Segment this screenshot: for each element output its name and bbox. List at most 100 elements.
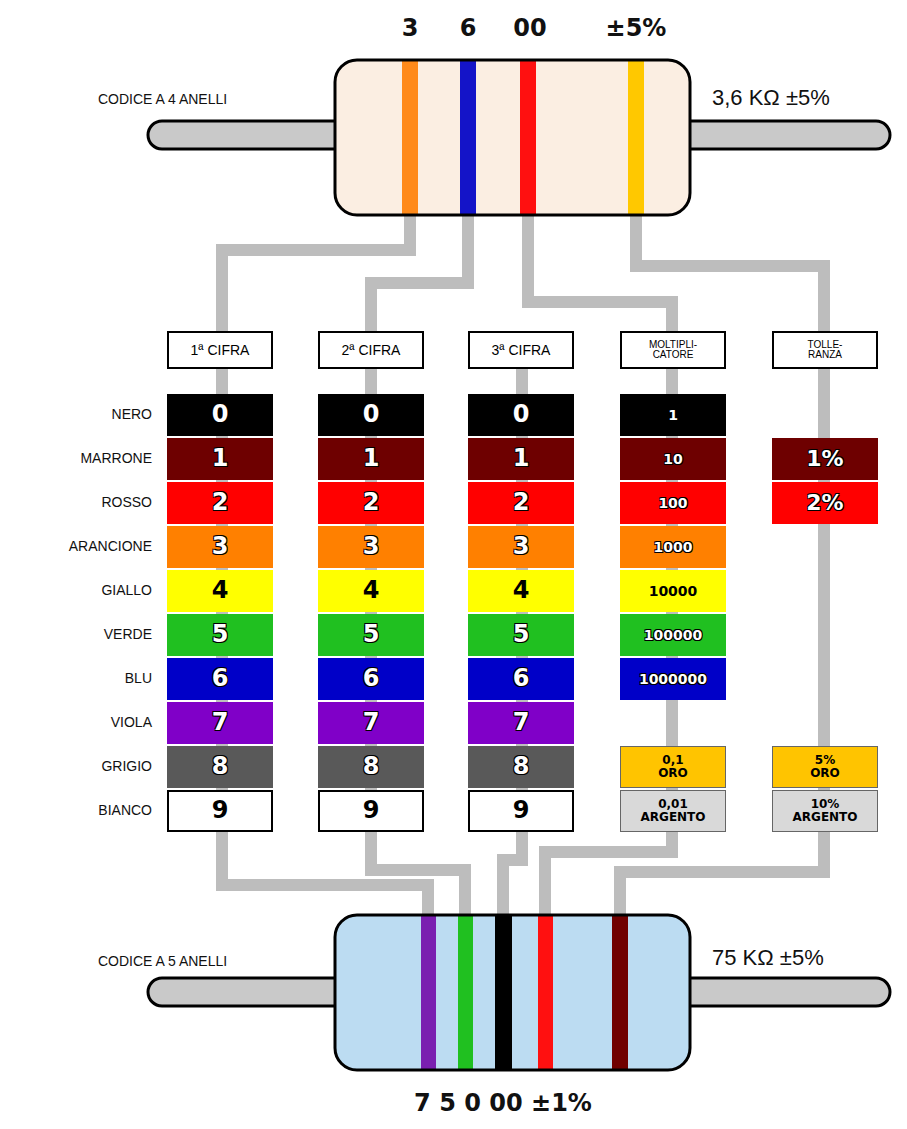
digit-cell: 4 [318, 570, 424, 612]
digit-cell: 2 [318, 482, 424, 524]
multiplier-cell: 100000 [620, 614, 726, 656]
row-color-name: VERDE [104, 627, 152, 642]
color-band [538, 916, 553, 1069]
cell-text: 9 [363, 798, 380, 823]
cell-text: 8 [513, 754, 530, 779]
resistance-value: 3,6 KΩ ±5% [712, 86, 830, 110]
digit-cell: 4 [167, 570, 273, 612]
digit-cell: 6 [468, 658, 574, 700]
cell-text: 6 [363, 666, 380, 691]
column-header: MOLTIPLI- CATORE [620, 331, 726, 369]
multiplier-cell: 100 [620, 482, 726, 524]
band-value: 6 [460, 15, 477, 41]
code-title: CODICE A 4 ANELLI [98, 92, 227, 107]
digit-cell: 9 [468, 790, 574, 832]
color-band [402, 61, 418, 214]
guide-line [371, 833, 465, 917]
digit-cell: 0 [167, 394, 273, 436]
digit-cell: 7 [318, 702, 424, 744]
digit-cell: 7 [167, 702, 273, 744]
cell-text: 3 [212, 534, 229, 559]
cell-text: 6 [513, 666, 530, 691]
band-value: ±5% [606, 15, 667, 41]
tolerance-cell: 1% [772, 438, 878, 480]
resistor-outline [335, 915, 690, 1070]
cell-text: 4 [513, 578, 530, 603]
row-color-name: GIALLO [101, 583, 152, 598]
cell-text: 9 [513, 798, 530, 823]
band-value: 3 [402, 15, 419, 41]
band-value: 00 [513, 15, 546, 41]
digit-cell: 4 [468, 570, 574, 612]
row-color-name: MARRONE [80, 451, 152, 466]
row-color-name: VIOLA [111, 715, 152, 730]
digit-cell: 8 [318, 746, 424, 788]
color-band [421, 916, 436, 1069]
cell-text: 2 [212, 490, 229, 515]
resistor-lead [670, 121, 890, 149]
digit-cell: 2 [167, 482, 273, 524]
cell-text: 0 [363, 402, 380, 427]
row-color-name: ARANCIONE [69, 539, 152, 554]
cell-text: 6 [212, 666, 229, 691]
multiplier-cell: 1000 [620, 526, 726, 568]
digit-cell: 1 [468, 438, 574, 480]
resistor-body [335, 915, 690, 1070]
resistor-lead [670, 978, 890, 1006]
cell-text: 1ª CIFRA [191, 343, 250, 358]
silver-cell: 10% ARGENTO [772, 790, 878, 832]
resistor-lead [148, 121, 358, 149]
guide-lines [222, 214, 824, 917]
digit-cell: 1 [167, 438, 273, 480]
resistor-4-bands [148, 60, 890, 215]
band-value: 7 5 0 00 ±1% [414, 1090, 592, 1116]
guide-line [222, 214, 410, 332]
cell-text: 8 [363, 754, 380, 779]
color-band [458, 916, 473, 1069]
digit-cell: 0 [468, 394, 574, 436]
digit-cell: 3 [167, 526, 273, 568]
cell-text: 2% [806, 491, 843, 514]
digit-cell: 5 [167, 614, 273, 656]
cell-text: 7 [212, 710, 229, 735]
gold-cell: 5% ORO [772, 746, 878, 788]
cell-text: 5 [212, 622, 229, 647]
column-header: TOLLE- RANZA [772, 331, 878, 369]
cell-text: 4 [363, 578, 380, 603]
cell-text: 1 [513, 446, 530, 471]
digit-cell: 0 [318, 394, 424, 436]
color-band [495, 916, 512, 1069]
cell-text: 5% ORO [810, 754, 840, 779]
color-band [612, 916, 628, 1069]
multiplier-cell: 1 [620, 394, 726, 436]
digit-cell: 5 [468, 614, 574, 656]
cell-text: 0,01 ARGENTO [641, 798, 706, 823]
resistor-lead [148, 978, 358, 1006]
cell-text: 3ª CIFRA [492, 343, 551, 358]
digit-cell: 2 [468, 482, 574, 524]
guide-line [503, 833, 522, 917]
cell-text: 0 [212, 402, 229, 427]
cell-text: 7 [363, 710, 380, 735]
digit-cell: 9 [167, 790, 273, 832]
guide-line [528, 214, 672, 332]
cell-text: 9 [212, 798, 229, 823]
cell-text: 0,1 ORO [658, 754, 688, 779]
multiplier-cell: 10 [620, 438, 726, 480]
row-color-name: ROSSO [101, 495, 152, 510]
code-title: CODICE A 5 ANELLI [98, 954, 227, 969]
row-color-name: BLU [125, 671, 152, 686]
multiplier-cell: 10000 [620, 570, 726, 612]
resistor-5-bands [148, 915, 890, 1070]
cell-text: 2ª CIFRA [342, 343, 401, 358]
guide-line [620, 833, 824, 917]
digit-cell: 6 [318, 658, 424, 700]
resistance-value: 75 KΩ ±5% [712, 946, 824, 970]
digit-cell: 5 [318, 614, 424, 656]
cell-text: 10000 [649, 584, 698, 599]
color-band [460, 61, 476, 214]
cell-text: 1000000 [639, 672, 707, 687]
color-band [520, 61, 536, 214]
cell-text: MOLTIPLI- CATORE [649, 340, 697, 361]
guide-line [636, 214, 824, 332]
